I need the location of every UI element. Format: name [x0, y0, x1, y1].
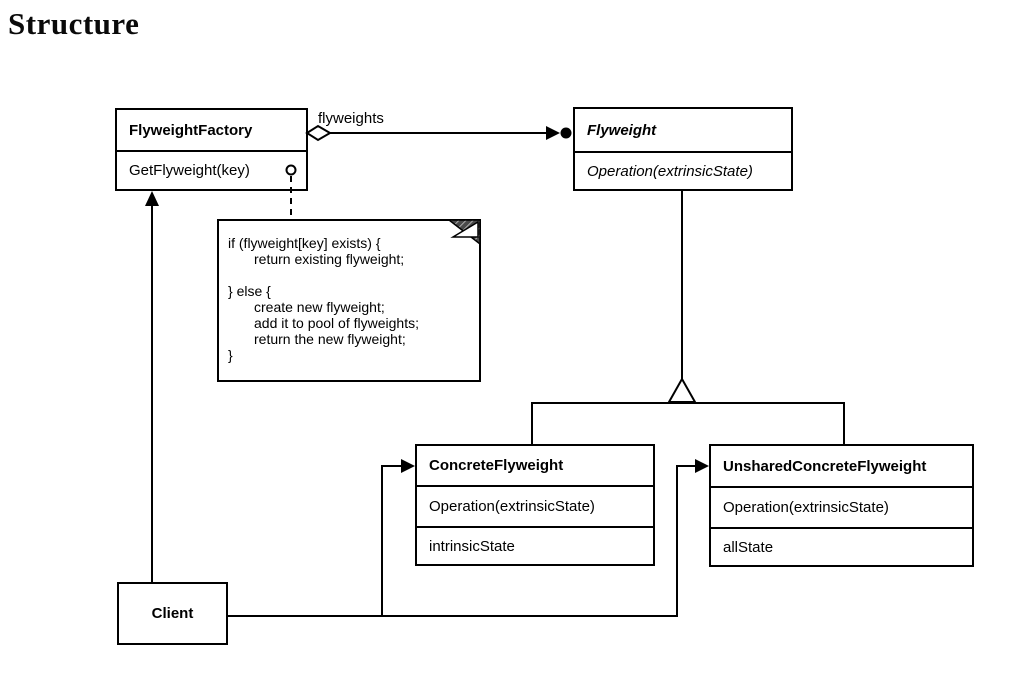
note-line: } else { — [228, 283, 271, 299]
class-box-client: Client — [117, 582, 228, 645]
aggregation-flyweights-connector — [305, 124, 572, 142]
note-line: return existing flyweight; — [254, 251, 405, 267]
method-flyweight-operation: Operation(extrinsicState) — [575, 151, 791, 189]
note-line: if (flyweight[key] exists) { — [228, 235, 381, 251]
attribute-all-state: allState — [711, 527, 972, 565]
note-box-pseudocode: if (flyweight[key] exists) { return exis… — [217, 219, 481, 382]
attribute-intrinsic-state: intrinsicState — [417, 526, 653, 564]
class-box-flyweight: Flyweight Operation(extrinsicState) — [573, 107, 793, 191]
class-name-flyweight-factory: FlyweightFactory — [129, 121, 253, 139]
note-line: create new flyweight; — [254, 299, 385, 315]
note-line: add it to pool of flyweights; — [254, 315, 419, 331]
class-box-concrete-flyweight: ConcreteFlyweight Operation(extrinsicSta… — [415, 444, 655, 566]
arrowhead-icon — [546, 126, 560, 140]
page-title: Structure — [8, 6, 140, 41]
inheritance-triangle-icon — [667, 376, 697, 403]
association-label-flyweights: flyweights — [318, 110, 384, 127]
method-unshared-operation: Operation(extrinsicState) — [711, 486, 972, 527]
method-getflyweight: GetFlyweight(key) — [117, 150, 306, 189]
class-name-client: Client — [151, 605, 194, 622]
note-line — [228, 267, 471, 283]
arrowhead-icon — [401, 459, 415, 473]
note-line: return the new flyweight; — [254, 331, 406, 347]
multiplicity-dot-icon — [560, 127, 572, 139]
class-name-flyweight: Flyweight — [587, 121, 657, 139]
arrowhead-icon — [145, 191, 159, 206]
note-line: } — [228, 347, 233, 363]
class-name-concrete-flyweight: ConcreteFlyweight — [429, 457, 564, 474]
client-to-factory-arrow — [145, 191, 159, 582]
aggregation-diamond-icon — [305, 124, 332, 142]
arrowhead-icon — [695, 459, 709, 473]
class-box-unshared-concrete-flyweight: UnsharedConcreteFlyweight Operation(extr… — [709, 444, 974, 567]
inheritance-connector — [531, 191, 845, 444]
class-name-unshared-concrete-flyweight: UnsharedConcreteFlyweight — [723, 457, 927, 475]
class-box-flyweight-factory: FlyweightFactory GetFlyweight(key) — [115, 108, 308, 191]
method-concrete-operation: Operation(extrinsicState) — [417, 485, 653, 526]
